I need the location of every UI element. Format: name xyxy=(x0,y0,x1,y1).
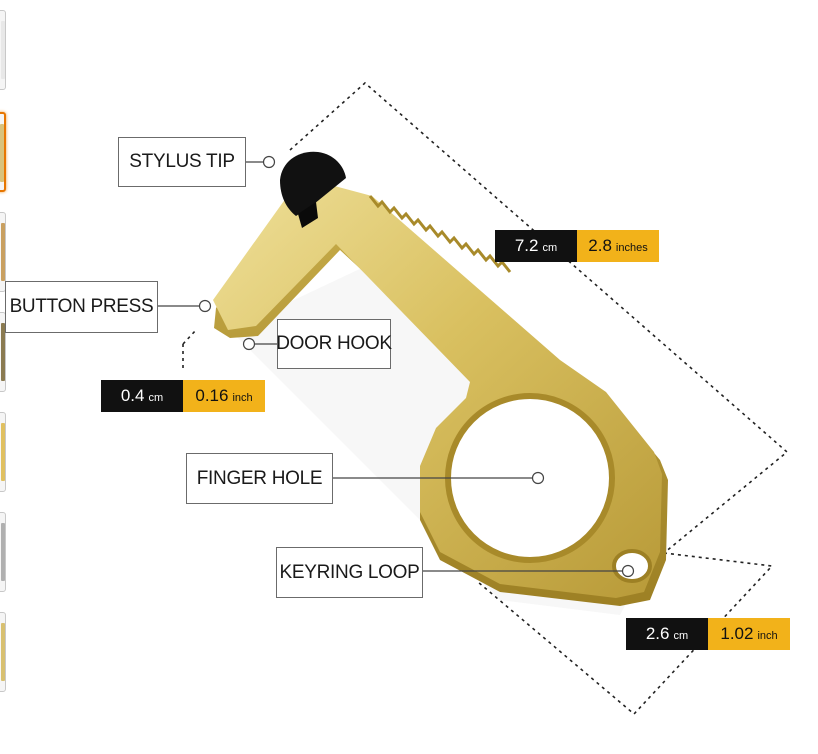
thumbnail-7[interactable] xyxy=(0,612,6,692)
callout-leaders xyxy=(158,155,635,578)
dimension-thickness-metric: 0.4 cm xyxy=(101,380,183,412)
width-in-unit: inch xyxy=(757,630,778,642)
thickness-cm-value: 0.4 xyxy=(120,386,145,405)
stylus-tip-cap xyxy=(280,151,346,228)
label-door-hook: DOOR HOOK xyxy=(276,319,392,369)
dimension-guides xyxy=(182,81,789,716)
thumbnail-strip xyxy=(0,0,8,754)
length-in-unit: inches xyxy=(615,242,648,254)
dimension-width-badge: 2.6 cm 1.02 inch xyxy=(626,618,790,650)
dimension-width-metric: 2.6 cm xyxy=(626,618,708,650)
label-door-hook-text: DOOR HOOK xyxy=(276,333,392,354)
thumbnail-6[interactable] xyxy=(0,512,6,592)
label-finger-hole: FINGER HOLE xyxy=(186,453,333,504)
length-cm-value: 7.2 xyxy=(514,236,539,255)
width-in-value: 1.02 xyxy=(720,624,754,643)
width-cm-unit: cm xyxy=(673,630,689,642)
label-stylus-tip: STYLUS TIP xyxy=(118,137,246,187)
length-cm-unit: cm xyxy=(542,242,558,254)
dimension-length-badge: 7.2 cm 2.8 inches xyxy=(495,230,659,262)
thickness-in-value: 0.16 xyxy=(195,386,229,405)
thickness-cm-unit: cm xyxy=(148,392,164,404)
thickness-in-unit: inch xyxy=(232,392,253,404)
thumbnail-3[interactable] xyxy=(0,212,6,292)
thumbnail-5[interactable] xyxy=(0,412,6,492)
label-stylus-tip-text: STYLUS TIP xyxy=(129,151,235,172)
length-in-value: 2.8 xyxy=(588,236,612,255)
dimension-length-imperial: 2.8 inches xyxy=(577,230,659,262)
dimension-thickness-badge: 0.4 cm 0.16 inch xyxy=(101,380,265,412)
label-finger-hole-text: FINGER HOLE xyxy=(196,467,323,489)
width-cm-value: 2.6 xyxy=(645,624,670,643)
thumbnail-4[interactable] xyxy=(0,312,6,392)
label-button-press: BUTTON PRESS xyxy=(5,281,158,333)
thumbnail-2[interactable] xyxy=(0,112,6,192)
dimension-width-imperial: 1.02 inch xyxy=(708,618,790,650)
dimension-length-metric: 7.2 cm xyxy=(495,230,577,262)
dimension-thickness-imperial: 0.16 inch xyxy=(183,380,265,412)
label-keyring-loop-text: KEYRING LOOP xyxy=(279,561,420,583)
thumbnail-1[interactable] xyxy=(0,10,6,90)
label-button-press-text: BUTTON PRESS xyxy=(9,296,154,317)
label-keyring-loop: KEYRING LOOP xyxy=(276,547,423,598)
